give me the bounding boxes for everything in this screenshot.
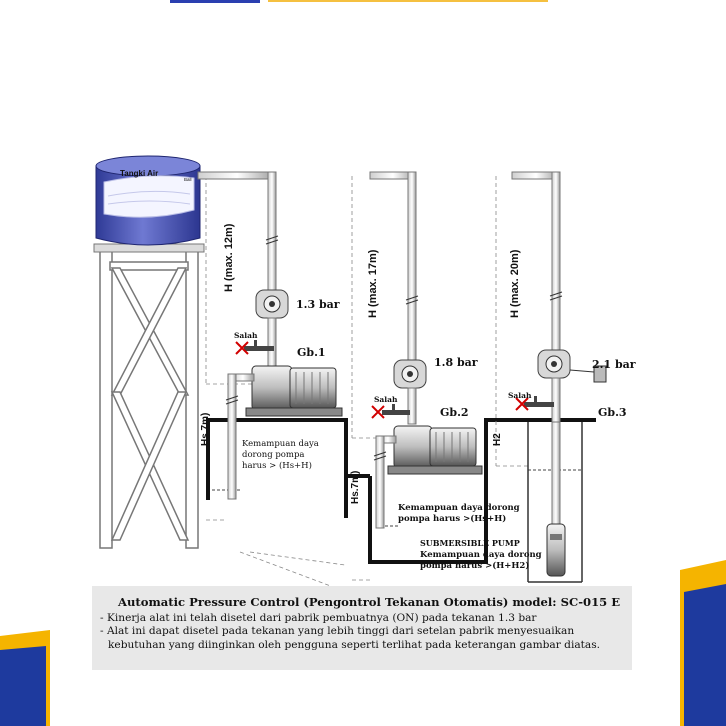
figure-label-3: Gb.3 bbox=[598, 406, 627, 419]
svg-text:Kemampuan daya: Kemampuan daya bbox=[242, 439, 319, 449]
svg-text:Kemampuan daya dorong: Kemampuan daya dorong bbox=[420, 550, 542, 560]
setup-2: H (max. 17m) 1.8 bar Salah Gb.2 Hs.7m) K… bbox=[350, 171, 520, 529]
pressure-label-2: 1.8 bar bbox=[434, 356, 478, 369]
pressure-label-3: 2.1 bar bbox=[592, 358, 636, 371]
bottom-right-accent bbox=[680, 560, 726, 726]
capacity-text-3: Kemampuan daya dorong pompa harus >(H+H2… bbox=[420, 550, 542, 571]
bottom-left-accent bbox=[0, 630, 50, 726]
jet-pump-1 bbox=[245, 365, 343, 417]
water-tank: Tangki Air Ball bbox=[95, 155, 201, 246]
wrong-label-1: Salah bbox=[234, 331, 258, 340]
depth-label-3: H2 bbox=[492, 433, 503, 446]
ball-valve-label: Ball bbox=[184, 177, 192, 182]
svg-text:dorong pompa: dorong pompa bbox=[242, 450, 304, 460]
svg-text:pompa harus >(H+H2): pompa harus >(H+H2) bbox=[420, 560, 529, 571]
pressure-controller-1 bbox=[255, 289, 289, 319]
top-accent bbox=[170, 0, 548, 3]
caption-line-1: - Kinerja alat ini telah disetel dari pa… bbox=[100, 612, 537, 624]
wrong-valve-2 bbox=[371, 404, 410, 419]
svg-text:harus > (Hs+H): harus > (Hs+H) bbox=[242, 460, 312, 471]
wrong-label-3: Salah bbox=[508, 391, 532, 400]
jet-pump-2 bbox=[387, 425, 483, 475]
water-lines bbox=[212, 469, 582, 527]
submersible-pump bbox=[546, 523, 566, 577]
svg-text:Kemampuan daya dorong: Kemampuan daya dorong bbox=[398, 503, 520, 513]
wrong-valve-3 bbox=[515, 396, 554, 411]
height-label-2: H (max. 17m) bbox=[367, 249, 379, 318]
caption-box: Automatic Pressure Control (Pengontrol T… bbox=[92, 586, 632, 670]
pressure-controller-3 bbox=[537, 349, 571, 379]
water-tower: Tangki Air Ball bbox=[93, 155, 205, 549]
suction-label-2: Hs.7m) bbox=[350, 471, 361, 504]
capacity-text-2: Kemampuan daya dorong pompa harus >(Hs+H… bbox=[398, 503, 520, 524]
suction-label-1: Hs.7m) bbox=[200, 413, 211, 446]
height-label-1: H (max. 12m) bbox=[223, 223, 235, 292]
borehole bbox=[527, 422, 583, 583]
wrong-valve-1 bbox=[235, 340, 274, 355]
caption-title: Automatic Pressure Control (Pengontrol T… bbox=[118, 595, 621, 609]
figure-label-2: Gb.2 bbox=[440, 406, 469, 419]
tank-label: Tangki Air bbox=[120, 169, 158, 178]
svg-text:pompa harus >(Hs+H): pompa harus >(Hs+H) bbox=[398, 513, 506, 524]
figure-label-1: Gb.1 bbox=[297, 346, 326, 359]
height-label-3: H (max. 20m) bbox=[509, 249, 521, 318]
pressure-controller-2 bbox=[393, 359, 427, 389]
caption-line-2: - Alat ini dapat disetel pada tekanan ya… bbox=[100, 625, 575, 638]
setup-1: H (max. 12m) 1.3 bar Salah Gb.1 Hs.7m) K… bbox=[197, 171, 343, 500]
wrong-label-2: Salah bbox=[374, 395, 398, 404]
pressure-label-1: 1.3 bar bbox=[296, 298, 340, 311]
caption-line-3: kebutuhan yang diinginkan oleh pengguna … bbox=[108, 638, 601, 651]
setup-3: H (max. 20m) 2.1 bar Salah Gb.3 H2 SUBME… bbox=[420, 171, 636, 583]
pump-type-label: SUBMERSIBLE PUMP bbox=[420, 538, 520, 548]
capacity-text-1: Kemampuan daya dorong pompa harus > (Hs+… bbox=[242, 439, 319, 471]
